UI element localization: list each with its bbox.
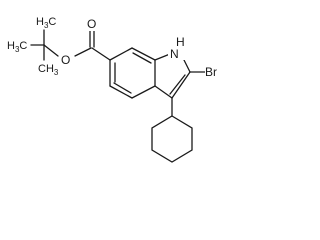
bond-tbu-c-o [43, 44, 59, 57]
tbu-bottom-h: H [46, 63, 54, 75]
atom-o-ester: O [61, 53, 70, 67]
atom-br: Br [205, 65, 217, 79]
bond-carbonyl-ring [91, 47, 111, 61]
bond-ring-n [154, 53, 171, 61]
tbu-top-c: C [48, 16, 56, 28]
bond-c3-c3a [154, 85, 173, 99]
bond-n-c2 [182, 57, 191, 73]
atom-h-on-n: H [176, 35, 185, 49]
bond-o-carbonyl-c [74, 47, 92, 57]
tbu-left-h: H [7, 40, 15, 52]
bond-c2-c3 [171, 71, 191, 99]
atom-ch3-top: H3C [36, 16, 56, 30]
tbu-bottom-c: C [38, 63, 46, 75]
atom-n: N [170, 47, 179, 61]
bond-benzene-1 [109, 47, 133, 61]
tbu-top-h: H [36, 16, 44, 28]
bond-benzene-inner-1 [132, 52, 152, 64]
atom-o-carbonyl: O [87, 17, 96, 31]
chemical-structure: O O H N Br H3C H3C CH3 [7, 16, 223, 163]
bond-benzene-5 [109, 85, 133, 99]
bond-benzene-inner-2 [113, 82, 132, 94]
tbu-left-3: 3 [15, 45, 20, 54]
atom-ch3-left: H3C [7, 40, 27, 54]
cyclohexyl-ring [151, 115, 193, 163]
atom-labels: O O H N Br H3C H3C CH3 [7, 16, 223, 79]
tbu-bottom-3: 3 [54, 68, 59, 77]
bond-lines [30, 29, 206, 163]
atom-ch3-bottom: CH3 [38, 63, 59, 77]
bond-benzene-2 [131, 47, 156, 61]
bond-c2-c3-inner [169, 74, 186, 95]
tbu-left-c: C [19, 40, 27, 52]
tbu-top-3: 3 [44, 21, 49, 30]
bond-benzene-4 [131, 85, 156, 99]
